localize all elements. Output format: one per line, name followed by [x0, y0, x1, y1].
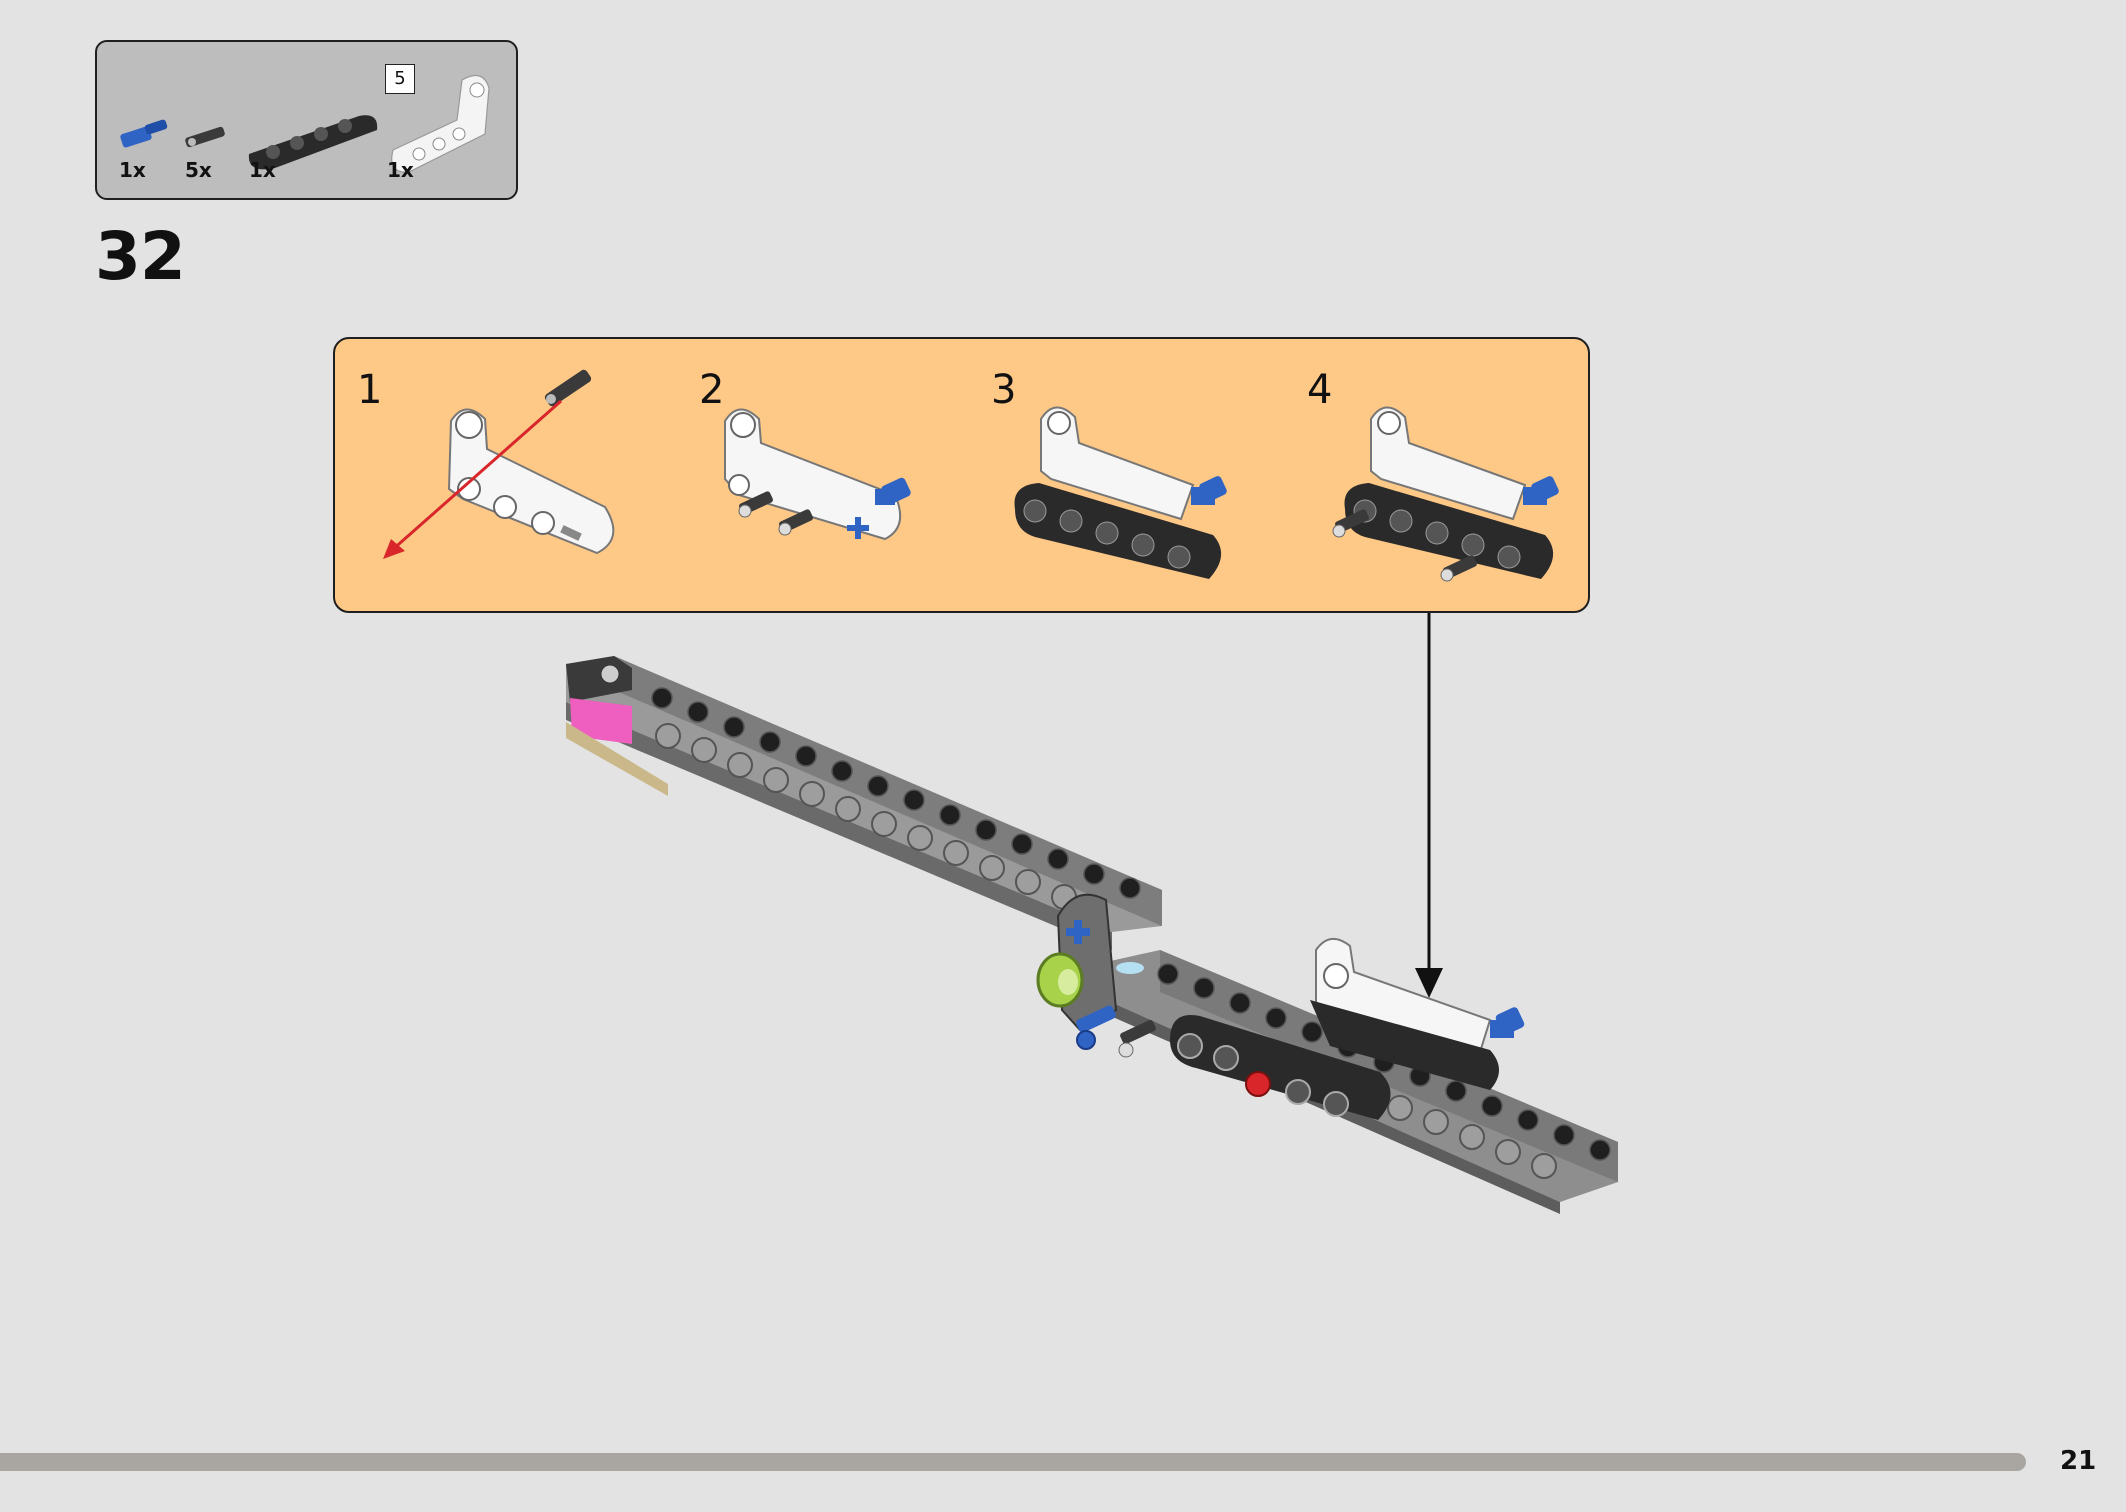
vertical-connector	[1036, 893, 1156, 1058]
black-friction-pin-part	[185, 126, 225, 148]
substep-number-1: 1	[357, 367, 383, 413]
substep-number-3: 3	[991, 367, 1017, 413]
end-tiles	[566, 656, 668, 796]
brick-studs	[651, 687, 1611, 1161]
substep-4-illustration	[1332, 406, 1559, 582]
substep-number-4: 4	[1307, 367, 1333, 413]
subassembly-callout: 1 2 3 4	[333, 337, 1590, 613]
substep-illustrations	[383, 369, 1559, 582]
placement-arrow	[1415, 613, 1443, 998]
brick-side-holes	[655, 723, 1557, 1179]
part-qty-blue-pin: 1x	[119, 158, 146, 182]
part-qty-black-pin: 5x	[185, 158, 212, 182]
beam-length-badge: 5	[385, 64, 415, 94]
blue-axle-pin-part	[120, 119, 168, 148]
black-beam-part	[248, 115, 378, 170]
white-angled-beam-part	[391, 74, 490, 173]
page-footer-bar	[0, 1453, 2026, 1471]
substep-3-illustration	[1014, 406, 1227, 579]
black-beam	[1170, 1000, 1499, 1120]
substep-1-illustration	[383, 369, 615, 559]
parts-list-box: 5 1x 5x 1x 1x	[95, 40, 518, 200]
part-qty-white-beam: 1x	[387, 158, 414, 182]
substep-number-2: 2	[699, 367, 725, 413]
substep-2-illustration	[724, 408, 911, 541]
parts-illustrations	[120, 74, 490, 173]
page-number: 21	[2060, 1446, 2097, 1476]
part-qty-black-beam: 1x	[249, 158, 276, 182]
step-number: 32	[95, 218, 186, 295]
long-gray-brick	[566, 656, 1162, 950]
white-angled-beam	[1315, 938, 1525, 1054]
